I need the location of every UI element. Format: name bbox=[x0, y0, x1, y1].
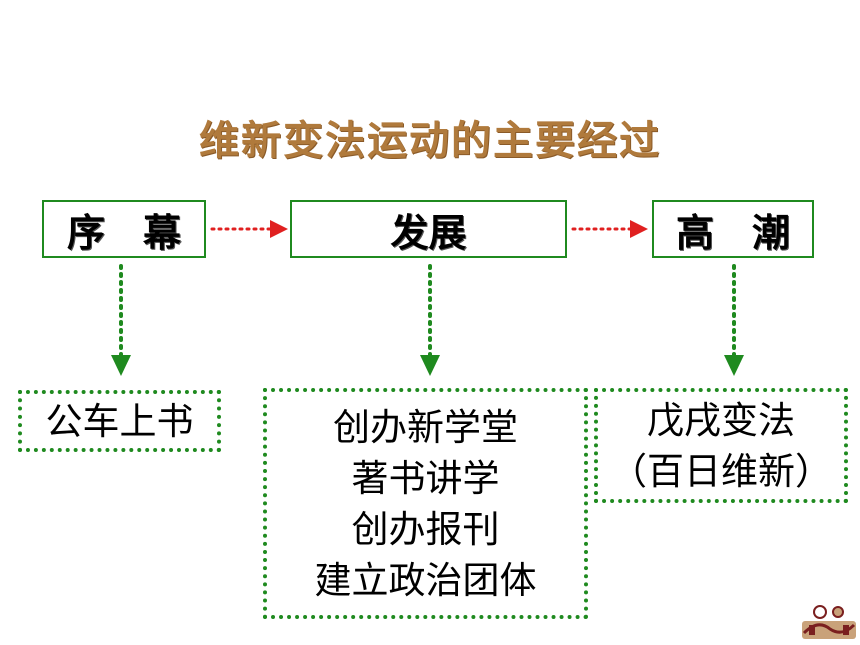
detail-box-development: 创办新学堂 著书讲学 创办报刊 建立政治团体 bbox=[263, 388, 588, 619]
detail-item: 建立政治团体 bbox=[314, 558, 537, 602]
arrow-climax-down bbox=[724, 264, 744, 376]
stage-box-development: 发展 bbox=[290, 200, 567, 258]
detail-item: 公车上书 bbox=[45, 399, 194, 443]
detail-item: 创办报刊 bbox=[351, 507, 500, 551]
arrow-prelude-to-development bbox=[210, 220, 288, 238]
stage-label: 发展 bbox=[390, 210, 467, 255]
arrow-prelude-down bbox=[111, 264, 131, 376]
detail-item: 戊戌变法 bbox=[647, 398, 795, 442]
detail-item: 创办新学堂 bbox=[333, 405, 518, 449]
stage-box-climax: 高 潮 bbox=[652, 200, 814, 258]
detail-item: 著书讲学 bbox=[351, 456, 500, 500]
decorative-emblem-icon bbox=[802, 605, 856, 639]
detail-box-prelude: 公车上书 bbox=[18, 390, 221, 452]
page-title: 维新变法运动的主要经过 bbox=[199, 118, 661, 164]
stage-label: 序 幕 bbox=[66, 210, 181, 255]
arrow-development-down bbox=[420, 264, 440, 376]
stage-label: 高 潮 bbox=[675, 210, 790, 255]
stage-box-prelude: 序 幕 bbox=[42, 200, 206, 258]
detail-box-climax: 戊戌变法 （百日维新） bbox=[594, 388, 848, 503]
detail-item: （百日维新） bbox=[610, 449, 832, 493]
arrow-development-to-climax bbox=[571, 220, 648, 238]
